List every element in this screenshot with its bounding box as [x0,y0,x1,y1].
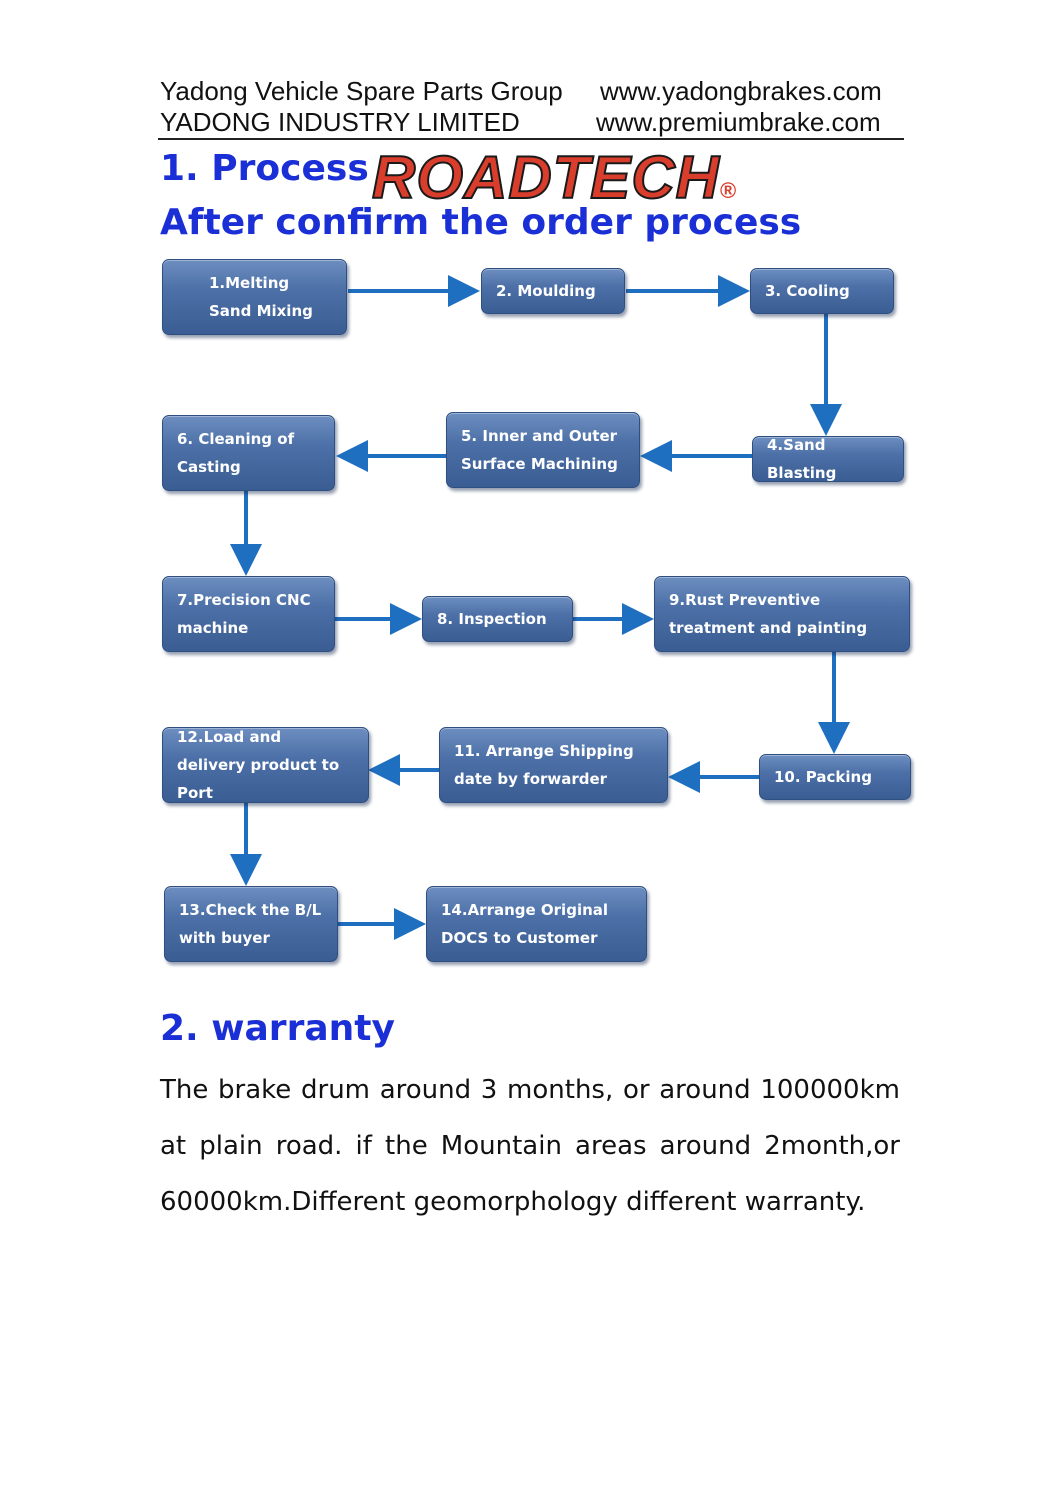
section1-subtitle: After confirm the order process [160,202,802,243]
step-6-label: 6. Cleaning of Casting [177,430,295,476]
step-packing: 10. Packing [759,754,911,800]
step-cleaning-of-casting: 6. Cleaning of Casting [162,415,335,491]
step-8-label: 8. Inspection [437,610,547,628]
step-9-label: 9.Rust Preventive treatment and painting [669,591,868,637]
header-divider [158,138,904,140]
roadtech-logo: ROADTECH® [371,142,738,227]
step-10-label: 10. Packing [774,768,872,786]
step-arrange-shipping-date: 11. Arrange Shipping date by forwarder [439,727,668,803]
section1-title: 1. Process [160,148,369,189]
website-link-1[interactable]: www.yadongbrakes.com [600,76,882,106]
step-load-delivery-to-port: 12.Load and delivery product to Port [162,727,369,803]
logo-text: ROADTECH [371,143,720,212]
step-1-label: 1.Melting Sand Mixing [209,274,313,320]
step-12-label: 12.Load and delivery product to Port [177,728,340,802]
step-inner-outer-surface-machining: 5. Inner and Outer Surface Machining [446,412,640,488]
step-cooling: 3. Cooling [750,268,894,314]
step-precision-cnc-machine: 7.Precision CNC machine [162,576,335,652]
registered-mark-icon: ® [720,178,738,203]
step-rust-preventive-painting: 9.Rust Preventive treatment and painting [654,576,910,652]
company-legal-name: YADONG INDUSTRY LIMITED [160,107,520,137]
step-moulding: 2. Moulding [481,268,625,314]
step-13-label: 13.Check the B/L with buyer [179,901,322,947]
website-link-2[interactable]: www.premiumbrake.com [596,107,881,137]
step-inspection: 8. Inspection [422,596,573,642]
warranty-text: The brake drum around 3 months, or aroun… [160,1075,900,1217]
step-check-bl-with-buyer: 13.Check the B/L with buyer [164,886,338,962]
section2-title: 2. warranty [160,1008,395,1049]
step-5-label: 5. Inner and Outer Surface Machining [461,427,618,473]
step-7-label: 7.Precision CNC machine [177,591,311,637]
step-11-label: 11. Arrange Shipping date by forwarder [454,742,634,788]
step-arrange-original-docs: 14.Arrange Original DOCS to Customer [426,886,647,962]
step-14-label: 14.Arrange Original DOCS to Customer [441,901,609,947]
step-melting-sand-mixing: 1.Melting Sand Mixing [162,259,347,335]
step-3-label: 3. Cooling [765,282,850,300]
step-4-label: 4.Sand Blasting [767,436,837,482]
step-2-label: 2. Moulding [496,282,596,300]
company-group-name: Yadong Vehicle Spare Parts Group [160,76,563,106]
step-sand-blasting: 4.Sand Blasting [752,436,904,482]
